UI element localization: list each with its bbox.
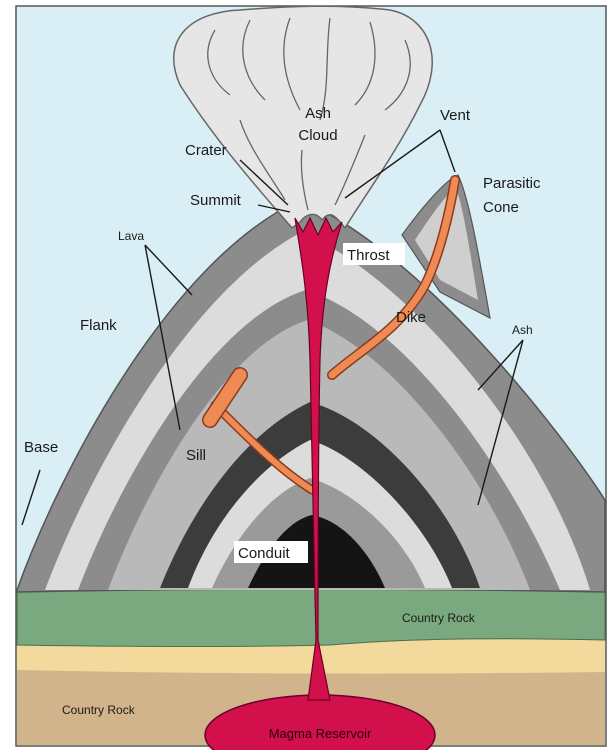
sill-label: Sill xyxy=(186,447,206,464)
country-rock-lower-label: Country Rock xyxy=(62,703,136,717)
ash-cloud-label-line2: Cloud xyxy=(298,127,337,144)
conduit-label: Conduit xyxy=(238,545,291,562)
country-rock-upper-label: Country Rock xyxy=(402,611,476,625)
summit-label: Summit xyxy=(190,192,242,209)
crater-label: Crater xyxy=(185,142,227,159)
magma-reservoir-label: Magma Reservoir xyxy=(269,726,372,741)
ash-label: Ash xyxy=(512,323,533,337)
throat-label: Throst xyxy=(347,247,390,264)
flank-label: Flank xyxy=(80,317,117,334)
country-rock-upper-layer xyxy=(17,584,605,646)
parasitic-cone-label-line1: Parasitic xyxy=(483,175,541,192)
ash-cloud-label-line1: Ash xyxy=(305,105,331,122)
vent-label: Vent xyxy=(440,107,471,124)
dike-label: Dike xyxy=(396,309,426,326)
parasitic-cone-label-line2: Cone xyxy=(483,199,519,216)
base-label: Base xyxy=(24,439,58,456)
lava-label: Lava xyxy=(118,229,144,243)
